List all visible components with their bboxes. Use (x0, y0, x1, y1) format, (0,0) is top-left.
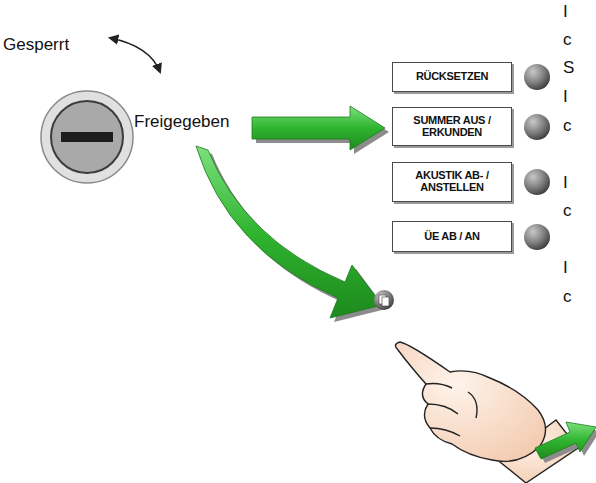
switch-position-label: Freigegeben (134, 113, 229, 130)
pointing-hand (395, 342, 578, 483)
text-fragment: I (563, 174, 568, 191)
green-arrow-out (535, 422, 596, 463)
text-fragment: c (563, 288, 572, 305)
green-arrow-curved (196, 146, 386, 322)
button-label: SUMMER AUS / ERKUNDEN (397, 115, 507, 139)
rotation-arrow (110, 38, 160, 72)
button-label-box: RÜCKSETZEN (392, 62, 512, 92)
text-fragment: I (563, 3, 568, 20)
button-label: ÜE AB / AN (424, 231, 479, 243)
text-fragment: I (563, 88, 568, 105)
button-label: RÜCKSETZEN (416, 71, 488, 83)
switch-position-label: Gesperrt (3, 36, 69, 53)
key-switch (41, 91, 133, 183)
text-fragment: c (563, 31, 572, 48)
button-label-box: AKUSTIK AB- / ANSTELLEN (392, 162, 512, 202)
green-arrow (252, 106, 389, 154)
button-label-box: ÜE AB / AN (392, 221, 512, 252)
indicator-spheres (524, 64, 550, 250)
button-label: AKUSTIK AB- / ANSTELLEN (397, 170, 507, 194)
print-button (374, 290, 394, 310)
text-fragment: I (563, 259, 568, 276)
button-label-box: SUMMER AUS / ERKUNDEN (392, 107, 512, 146)
text-fragment: c (563, 117, 572, 134)
text-fragment: S (563, 59, 574, 76)
text-fragment: c (563, 202, 572, 219)
